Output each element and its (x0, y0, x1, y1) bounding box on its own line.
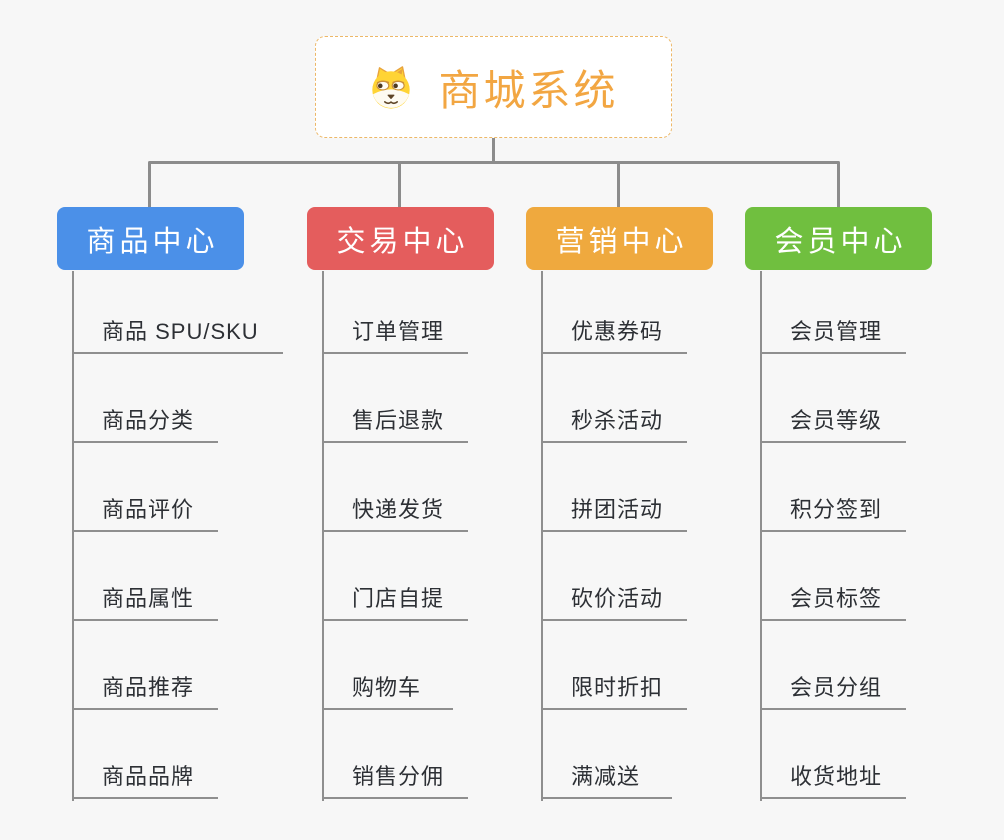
branch-node-marketing-center[interactable]: 营销中心 (526, 207, 713, 270)
leaf-node[interactable]: 会员管理 (760, 271, 907, 354)
connector-horizontal (148, 161, 840, 164)
branch-node-trade-center[interactable]: 交易中心 (307, 207, 494, 270)
branch-node-product-center[interactable]: 商品中心 (57, 207, 244, 270)
connector-branch-3 (617, 163, 620, 207)
branch-line (541, 271, 543, 801)
leaf-node[interactable]: 商品 SPU/SKU (72, 271, 283, 354)
leaf-node[interactable]: 积分签到 (760, 443, 907, 532)
leaf-node[interactable]: 快递发货 (322, 443, 469, 532)
leaf-node[interactable]: 收货地址 (760, 710, 907, 799)
leaf-node[interactable]: 订单管理 (322, 271, 469, 354)
branch-line (72, 271, 74, 801)
leaf-node[interactable]: 售后退款 (322, 354, 469, 443)
leaf-node[interactable]: 销售分佣 (322, 710, 469, 799)
connector-root-stub (492, 138, 495, 163)
leaf-node[interactable]: 商品品牌 (72, 710, 219, 799)
leaf-node[interactable]: 门店自提 (322, 532, 469, 621)
branch-line (760, 271, 762, 801)
root-title: 商城系统 (438, 66, 619, 114)
leaf-node[interactable]: 购物车 (322, 621, 453, 710)
leaf-node[interactable]: 会员等级 (760, 354, 907, 443)
dog-face-icon (372, 66, 411, 109)
leaf-node[interactable]: 限时折扣 (541, 621, 688, 710)
leaf-node[interactable]: 拼团活动 (541, 443, 688, 532)
leaf-node[interactable]: 砍价活动 (541, 532, 688, 621)
root-node[interactable]: 商城系统 (315, 36, 672, 138)
branch-line (322, 271, 324, 801)
leaf-node[interactable]: 会员标签 (760, 532, 907, 621)
connector-branch-2 (398, 163, 401, 207)
leaf-node[interactable]: 优惠券码 (541, 271, 688, 354)
leaf-column-member: 会员管理 会员等级 积分签到 会员标签 会员分组 收货地址 (760, 271, 907, 801)
leaf-node[interactable]: 商品分类 (72, 354, 219, 443)
branch-node-member-center[interactable]: 会员中心 (745, 207, 932, 270)
leaf-node[interactable]: 满减送 (541, 710, 672, 799)
leaf-node[interactable]: 商品评价 (72, 443, 219, 532)
leaf-column-trade: 订单管理 售后退款 快递发货 门店自提 购物车 销售分佣 (322, 271, 469, 801)
connector-branch-4 (837, 163, 840, 207)
leaf-column-product: 商品 SPU/SKU 商品分类 商品评价 商品属性 商品推荐 商品品牌 (72, 271, 283, 801)
leaf-column-marketing: 优惠券码 秒杀活动 拼团活动 砍价活动 限时折扣 满减送 (541, 271, 688, 801)
leaf-node[interactable]: 秒杀活动 (541, 354, 688, 443)
connector-branch-1 (148, 163, 151, 207)
leaf-node[interactable]: 会员分组 (760, 621, 907, 710)
leaf-node[interactable]: 商品属性 (72, 532, 219, 621)
leaf-node[interactable]: 商品推荐 (72, 621, 219, 710)
